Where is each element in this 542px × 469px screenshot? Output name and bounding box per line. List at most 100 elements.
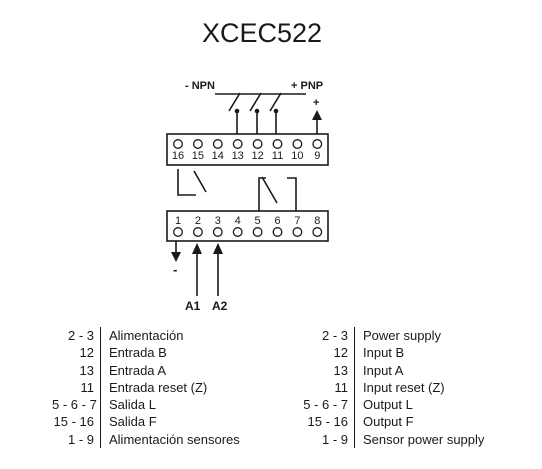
- legend-description: Output L: [363, 397, 413, 413]
- a2-label: A2: [212, 299, 228, 313]
- contact-f-fixed: [177, 169, 196, 196]
- legend-row: 12 Entrada B: [52, 344, 240, 362]
- top-screw-15: [192, 139, 203, 149]
- legend-terminal-code: 12: [79, 345, 94, 361]
- legend-terminal-code: 15 - 16: [53, 414, 94, 430]
- top-screw-12: [252, 139, 263, 149]
- legend-separator: [100, 327, 101, 345]
- bottom-label-4: 4: [235, 215, 241, 227]
- legend-description: Entrada B: [109, 345, 167, 361]
- contact-f-blade: [193, 170, 207, 193]
- legend-terminal-code: 13: [79, 362, 94, 378]
- legend-separator: [354, 344, 355, 362]
- legend-terminal-code: 5 - 6 - 7: [52, 397, 97, 413]
- top-label-16: 16: [172, 150, 184, 162]
- legend-description: Entrada reset (Z): [109, 379, 208, 395]
- top-label-10: 10: [291, 150, 303, 162]
- legend-terminal-code: 2 - 3: [321, 328, 348, 343]
- plus-sign: +: [313, 97, 319, 109]
- legend-row: 13 Entrada A: [52, 361, 240, 379]
- top-label-12: 12: [251, 150, 263, 162]
- legend-separator: [100, 413, 101, 431]
- bottom-screw-8: [312, 227, 323, 237]
- contact-l-blade: [261, 176, 278, 204]
- legend-terminal-code: 1 - 9: [67, 431, 94, 447]
- legend-description: Entrada A: [109, 362, 167, 378]
- junction-12: [254, 108, 260, 114]
- bottom-screw-1: [173, 227, 183, 237]
- legend-description: Output F: [363, 414, 414, 430]
- sensor-minus-arrowhead: [171, 252, 181, 262]
- legend-description: Alimentación sensores: [109, 431, 240, 447]
- a2-arrowhead: [213, 243, 223, 254]
- legend-terminal-code: 11: [80, 379, 95, 395]
- legend-row: 11 Entrada reset (Z): [52, 378, 240, 397]
- legend-description: Sensor power supply: [363, 431, 485, 447]
- legend-separator: [354, 378, 355, 397]
- legend-description: Alimentación: [109, 328, 184, 343]
- legend-row: 12 Input B: [300, 344, 484, 362]
- top-screw-16: [173, 139, 183, 149]
- top-label-15: 15: [192, 150, 204, 162]
- legend-row: 5 - 6 - 7 Output L: [300, 396, 484, 414]
- legend-description: Salida F: [109, 414, 157, 430]
- top-screw-11: [272, 139, 283, 149]
- legend-description: Salida L: [109, 397, 156, 413]
- minus-sign: -: [173, 262, 177, 277]
- top-terminal-block: [166, 133, 329, 166]
- top-screw-9: [312, 139, 323, 149]
- legend-row: 11 Input reset (Z): [300, 378, 484, 397]
- legend-separator: [354, 413, 355, 431]
- legend-description: Input reset (Z): [363, 379, 445, 395]
- top-label-14: 14: [212, 150, 224, 162]
- junction-13: [234, 108, 240, 114]
- bottom-label-5: 5: [255, 215, 261, 227]
- contact-l-nc: [287, 177, 297, 211]
- top-screw-10: [292, 139, 303, 149]
- legend-terminal-code: 13: [333, 362, 348, 378]
- a1-label: A1: [185, 299, 201, 313]
- bottom-label-7: 7: [294, 215, 300, 227]
- bottom-label-1: 1: [175, 215, 181, 227]
- legend-terminal-code: 12: [333, 345, 348, 361]
- legend-terminal-code: 2 - 3: [67, 328, 94, 343]
- bottom-screw-7: [292, 227, 303, 237]
- legend-row: 1 - 9 Alimentación sensores: [52, 430, 240, 449]
- selector-switch-11: [269, 92, 282, 112]
- legend-separator: [100, 430, 101, 449]
- legend-separator: [354, 430, 355, 449]
- legend-row: 5 - 6 - 7 Salida L: [52, 396, 240, 414]
- selector-switch-12: [249, 92, 262, 112]
- legend-separator: [100, 361, 101, 379]
- legend-row: 15 - 16 Salida F: [52, 413, 240, 431]
- a1-arrowhead: [192, 243, 202, 254]
- bottom-screw-5: [252, 227, 263, 237]
- top-screw-13: [232, 139, 243, 149]
- supply-arrowhead-9: [312, 110, 322, 120]
- bottom-label-2: 2: [195, 215, 201, 227]
- bottom-label-8: 8: [314, 215, 320, 227]
- bottom-label-3: 3: [215, 215, 221, 227]
- legend-terminal-code: 15 - 16: [307, 414, 348, 430]
- legend-separator: [100, 344, 101, 362]
- top-screw-14: [212, 139, 223, 149]
- junction-11: [273, 108, 279, 114]
- legend-row: 15 - 16 Output F: [300, 413, 484, 431]
- legend-terminal-code: 11: [334, 379, 349, 395]
- legend-description: Input B: [363, 345, 405, 361]
- bottom-label-6: 6: [274, 215, 280, 227]
- legend-separator: [100, 378, 101, 397]
- bottom-screw-2: [192, 227, 203, 237]
- legend-separator: [100, 396, 101, 414]
- legend-terminal-code: 5 - 6 - 7: [303, 397, 348, 413]
- npn-label: - NPN: [185, 80, 215, 92]
- contact-l-common: [258, 177, 266, 211]
- legend-row: 2 - 3 Alimentación: [52, 327, 240, 345]
- selector-switch-13: [228, 92, 241, 112]
